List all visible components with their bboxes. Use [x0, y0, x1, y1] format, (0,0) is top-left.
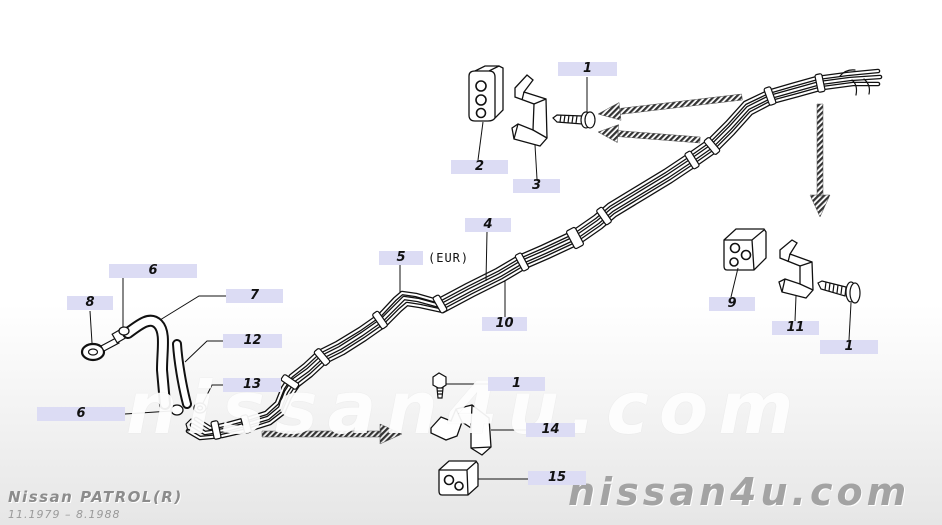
callout-part-1[interactable]: 1	[820, 340, 878, 354]
pipe-clip	[763, 86, 777, 106]
pipe-clip	[703, 137, 721, 155]
eye-bolt-part-8	[80, 328, 127, 362]
callout-part-1[interactable]: 1	[558, 62, 617, 76]
leader-line	[184, 340, 223, 363]
pipe-end-tails	[185, 69, 871, 432]
eur-annotation: (EUR)	[428, 251, 470, 265]
pipe-clip	[596, 206, 612, 226]
callout-part-6[interactable]: 6	[109, 264, 197, 278]
pipe-clips	[210, 73, 826, 440]
leader-line	[159, 295, 226, 321]
production-period: 11.1979 – 8.1988	[8, 508, 121, 521]
site-brand-logo: nissan4u.com	[568, 470, 911, 514]
callout-part-15[interactable]: 15	[528, 471, 586, 485]
pipe-clip	[565, 226, 585, 250]
callout-part-14[interactable]: 14	[526, 423, 575, 437]
grommet-part-2	[468, 65, 504, 122]
clip-part-13	[193, 402, 207, 414]
callout-part-1[interactable]: 1	[488, 377, 545, 391]
callout-part-2[interactable]: 2	[451, 160, 508, 174]
bracket-part-3	[511, 74, 548, 147]
callout-part-9[interactable]: 9	[709, 297, 755, 311]
fuel-pipe	[189, 74, 883, 436]
pipe-clip	[372, 310, 388, 330]
direction-arrow-icon	[597, 93, 743, 121]
bracket-part-11	[778, 239, 814, 299]
pipe-clip	[313, 348, 331, 366]
pipe-clip	[432, 294, 448, 314]
bolt-part-1	[817, 280, 861, 304]
pipe-clip	[280, 374, 300, 390]
pipe-clip	[814, 73, 826, 93]
pipe-clip	[684, 150, 700, 170]
direction-arrows	[261, 93, 831, 445]
leader-line	[794, 295, 797, 322]
pipe-clip	[240, 414, 252, 434]
callout-part-3[interactable]: 3	[513, 179, 560, 193]
fuel-pipe-assembly	[185, 68, 883, 441]
leader-line	[89, 310, 93, 344]
bracket-part-14	[430, 404, 492, 456]
leader-line	[477, 121, 484, 161]
leader-line	[848, 302, 852, 341]
bolt-part-1	[432, 372, 447, 399]
callout-part-6[interactable]: 6	[37, 407, 125, 421]
leader-line	[534, 144, 538, 180]
callout-part-5[interactable]: 5	[379, 251, 423, 265]
grommet-part-15	[438, 460, 479, 496]
callout-part-13[interactable]: 13	[223, 378, 281, 392]
leader-line	[202, 384, 223, 404]
leader-line	[730, 267, 739, 298]
pipe-clip	[514, 252, 530, 272]
fuel-pipe	[193, 68, 881, 431]
hose-part-7	[122, 314, 171, 410]
pipe-clip	[210, 420, 222, 440]
leader-line	[124, 410, 172, 415]
leader-lines	[89, 77, 852, 480]
grommet-part-9	[723, 228, 767, 271]
callout-part-7[interactable]: 7	[226, 289, 283, 303]
direction-arrow-icon	[261, 423, 403, 445]
leader-line	[485, 231, 488, 282]
callout-part-10[interactable]: 10	[482, 317, 527, 331]
callout-part-11[interactable]: 11	[772, 321, 819, 335]
callout-part-4[interactable]: 4	[465, 218, 511, 232]
hose-clip-part-6	[118, 326, 184, 416]
vehicle-model-title: Nissan PATROL(R)	[8, 488, 183, 506]
fuel-pipe	[185, 81, 881, 441]
callout-part-12[interactable]: 12	[223, 334, 282, 348]
direction-arrow-icon	[809, 103, 831, 218]
callout-part-8[interactable]: 8	[67, 296, 113, 310]
hose-part-12	[172, 339, 192, 409]
direction-arrow-icon	[597, 124, 701, 144]
bolt-part-1	[552, 111, 596, 129]
